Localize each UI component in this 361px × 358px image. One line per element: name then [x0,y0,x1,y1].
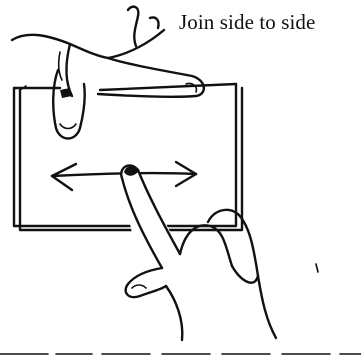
speck-mark [316,264,318,272]
top-hand-icon [12,7,204,139]
bottom-hand-icon [120,165,276,340]
